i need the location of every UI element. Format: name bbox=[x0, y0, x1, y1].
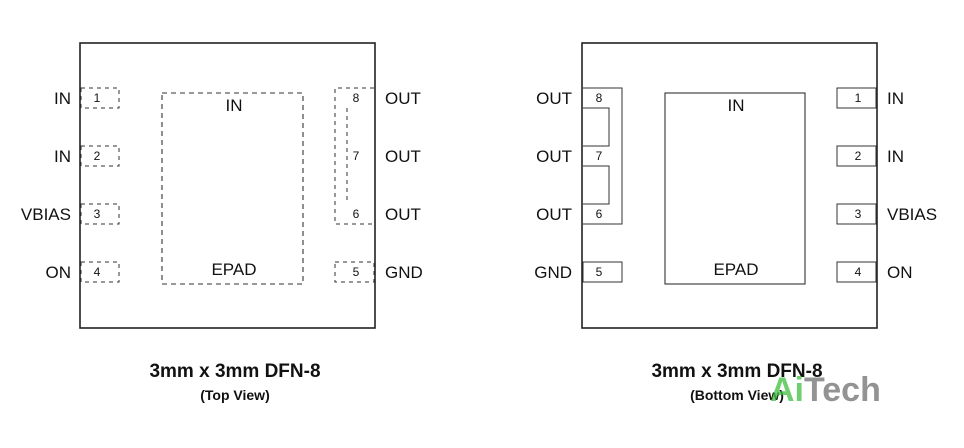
top-view-pin-pad bbox=[80, 261, 120, 283]
top-view-pin-pad bbox=[80, 87, 120, 109]
watermark-rest: Tech bbox=[804, 371, 881, 409]
pin-number: 5 bbox=[596, 265, 603, 279]
pin-name: IN bbox=[54, 89, 71, 108]
bottom-view-left-pins: 8 7 6 5 OUT OUT OUT GND bbox=[534, 87, 623, 283]
pin-name: IN bbox=[54, 147, 71, 166]
top-view-epad-bottom-label: EPAD bbox=[211, 260, 256, 279]
bottom-view-pin-pad bbox=[836, 145, 877, 167]
pin-name: ON bbox=[46, 263, 72, 282]
pin-name: OUT bbox=[536, 205, 572, 224]
pin-name: OUT bbox=[385, 147, 421, 166]
top-view-caption: 3mm x 3mm DFN-8 bbox=[149, 361, 320, 382]
bottom-view-pin-pad bbox=[836, 203, 877, 225]
bottom-view-epad-top-label: IN bbox=[728, 96, 745, 115]
top-view-epad bbox=[161, 92, 304, 285]
pin-number: 8 bbox=[353, 91, 360, 105]
pin-number: 1 bbox=[94, 91, 101, 105]
pin-name: VBIAS bbox=[887, 205, 937, 224]
pin-name: OUT bbox=[536, 147, 572, 166]
pin-number: 2 bbox=[94, 149, 101, 163]
pin-name: OUT bbox=[536, 89, 572, 108]
pin-number: 6 bbox=[596, 207, 603, 221]
bottom-view-out-pins-notch bbox=[583, 165, 610, 205]
top-view-pin-pad bbox=[80, 145, 120, 167]
pin-name: OUT bbox=[385, 89, 421, 108]
pin-name: IN bbox=[887, 89, 904, 108]
pin-number: 3 bbox=[94, 207, 101, 221]
top-view-subcaption: (Top View) bbox=[200, 387, 269, 403]
pin-number: 1 bbox=[855, 91, 862, 105]
bottom-view-out-pins-notch bbox=[583, 107, 610, 147]
top-view-right-pins: 8 7 6 5 OUT OUT OUT GND bbox=[334, 87, 423, 283]
watermark-logo: AiTech bbox=[770, 371, 881, 409]
pin-number: 6 bbox=[353, 207, 360, 221]
top-view-pin-pad bbox=[334, 261, 375, 283]
pin-number: 8 bbox=[596, 91, 603, 105]
bottom-view-epad-bottom-label: EPAD bbox=[713, 260, 758, 279]
bottom-view-caption: 3mm x 3mm DFN-8 bbox=[651, 361, 822, 382]
bottom-view-right-pins: 1 2 3 4 IN IN VBIAS ON bbox=[836, 87, 937, 283]
bottom-view: IN EPAD 8 7 6 5 OUT OUT OUT GND 1 2 3 bbox=[534, 42, 937, 403]
top-view-package-outline bbox=[79, 42, 376, 329]
pin-number: 7 bbox=[596, 149, 603, 163]
pin-number: 4 bbox=[855, 265, 862, 279]
bottom-view-out-pins-outline bbox=[583, 87, 623, 225]
pin-number: 5 bbox=[353, 265, 360, 279]
pin-name: GND bbox=[534, 263, 572, 282]
top-view-left-pins: 1 2 3 4 IN IN VBIAS ON bbox=[21, 87, 120, 283]
top-view-out-pins-outline bbox=[334, 87, 374, 225]
top-view-epad-top-label: IN bbox=[226, 96, 243, 115]
pin-name: GND bbox=[385, 263, 423, 282]
pin-number: 4 bbox=[94, 265, 101, 279]
pin-name: VBIAS bbox=[21, 205, 71, 224]
bottom-view-epad bbox=[664, 92, 806, 285]
pin-number: 7 bbox=[353, 149, 360, 163]
pin-number: 3 bbox=[855, 207, 862, 221]
bottom-view-pin-pad bbox=[836, 261, 877, 283]
bottom-view-pin-pad bbox=[582, 261, 623, 283]
bottom-view-pin-pad bbox=[836, 87, 877, 109]
bottom-view-package-outline bbox=[581, 42, 878, 329]
top-view: IN EPAD 1 2 3 4 IN IN VBIAS ON 8 7 6 5 bbox=[21, 42, 423, 403]
top-view-pin-pad bbox=[80, 203, 120, 225]
watermark-accent: Ai bbox=[770, 371, 804, 409]
pin-name: OUT bbox=[385, 205, 421, 224]
pin-name: IN bbox=[887, 147, 904, 166]
pin-name: ON bbox=[887, 263, 913, 282]
pin-number: 2 bbox=[855, 149, 862, 163]
bottom-view-subcaption: (Bottom View) bbox=[690, 387, 784, 403]
